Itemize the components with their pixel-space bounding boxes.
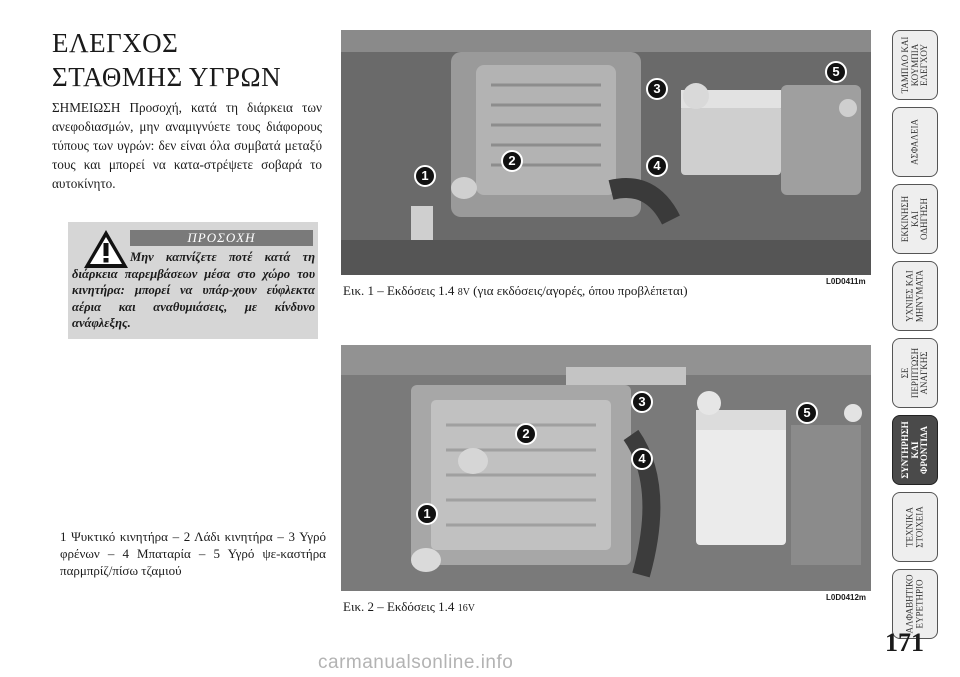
tab-warning-lights[interactable]: ΥΧΝΙΕΣ ΚΑΙ ΜΗΝΥΜΑΤΑ [892,261,938,331]
engine-bay-illustration-16v [341,345,871,591]
tab-label: ΤΕΧΝΙΚΑ ΣΤΟΙΧΕΙΑ [904,506,925,548]
callout-1: 1 [416,503,438,525]
tab-label: ΤΑΜΠΛΟ ΚΑΙ ΚΟΥΜΠΙΑ ΕΛΕΓΧΟΥ [899,36,929,94]
callout-2: 2 [501,150,523,172]
warning-label: ΠΡΟΣΟΧΗ [130,230,313,246]
warning-text: Μην καπνίζετε ποτέ κατά τη διάρκεια παρε… [72,250,315,330]
callout-1: 1 [414,165,436,187]
caption-1-rest: (για εκδόσεις/αγορές, όπου προβλέπεται) [473,283,688,298]
tab-maintenance[interactable]: ΣΥΝΤΗΡΗΣΗ ΚΑΙ ΦΡΟΝΤΙΔΑ [892,415,938,485]
figure-caption-2: Εικ. 2 – Εκδόσεις 1.4 16V [343,599,475,617]
callout-4: 4 [631,448,653,470]
page-number: 171 [885,628,924,657]
engine-photo-1: 1 2 3 4 5 [341,30,871,275]
tab-label: ΣΥΝΤΗΡΗΣΗ ΚΑΙ ΦΡΟΝΤΙΔΑ [899,421,929,479]
callout-5: 5 [796,402,818,424]
caption-1-version: 8V [457,287,470,298]
warning-box: ΠΡΟΣΟΧΗ Μην καπνίζετε ποτέ κατά τη διάρκ… [68,222,318,339]
tab-safety[interactable]: ΑΣΦΑΛΕΙΑ [892,107,938,177]
engine-bay-illustration [341,30,871,275]
tab-dashboard[interactable]: ΤΑΜΠΛΟ ΚΑΙ ΚΟΥΜΠΙΑ ΕΛΕΓΧΟΥ [892,30,938,100]
warning-triangle-icon [84,230,128,268]
watermark: carmanualsonline.info [318,652,514,673]
callout-3: 3 [646,78,668,100]
tab-label: ΥΧΝΙΕΣ ΚΑΙ ΜΗΝΥΜΑΤΑ [904,269,925,323]
figure-caption-1: Εικ. 1 – Εκδόσεις 1.4 8V (για εκδόσεις/α… [343,283,688,301]
title-line-1: ΕΛΕΓΧΟΣ [52,28,179,58]
tab-label: ΣΕ ΠΕΡΙΠΤΩΣΗ ΑΝΑΓΚΗΣ [899,347,929,399]
figure-legend: 1 Ψυκτικό κινητήρα – 2 Λάδι κινητήρα – 3… [60,529,326,578]
engine-photo-2: 1 2 3 4 5 [341,345,871,591]
caption-2-main: Εικ. 2 – Εκδόσεις 1.4 [343,599,455,614]
title-line-2: ΣΤΑΘΜΗΣ ΥΓΡΩΝ [52,62,282,92]
callout-2: 2 [515,423,537,445]
caption-1-main: Εικ. 1 – Εκδόσεις 1.4 [343,283,455,298]
note-paragraph: ΣΗΜΕΙΩΣΗ Προσοχή, κατά τη διάρκεια των α… [52,100,322,191]
figure-code-1: L0D0411m [826,277,866,286]
tab-technical-data[interactable]: ΤΕΧΝΙΚΑ ΣΤΟΙΧΕΙΑ [892,492,938,562]
tab-emergency[interactable]: ΣΕ ΠΕΡΙΠΤΩΣΗ ΑΝΑΓΚΗΣ [892,338,938,408]
tab-label: ΕΚΚΙΝΗΣΗ ΚΑΙ ΟΔΗΓΗΣΗ [899,195,929,243]
callout-4: 4 [646,155,668,177]
tab-index[interactable]: ΑΛΦΑΒΗΤΙΚΟ ΕΥΡΕΤΗΡΙΟ [892,569,938,639]
tab-starting-driving[interactable]: ΕΚΚΙΝΗΣΗ ΚΑΙ ΟΔΗΓΗΣΗ [892,184,938,254]
callout-5: 5 [825,61,847,83]
page-title: ΕΛΕΓΧΟΣ ΣΤΑΘΜΗΣ ΥΓΡΩΝ [52,26,281,94]
callout-3: 3 [631,391,653,413]
caption-2-version: 16V [457,603,475,614]
tab-label: ΑΣΦΑΛΕΙΑ [909,119,920,165]
figure-code-2: L0D0412m [826,593,867,602]
